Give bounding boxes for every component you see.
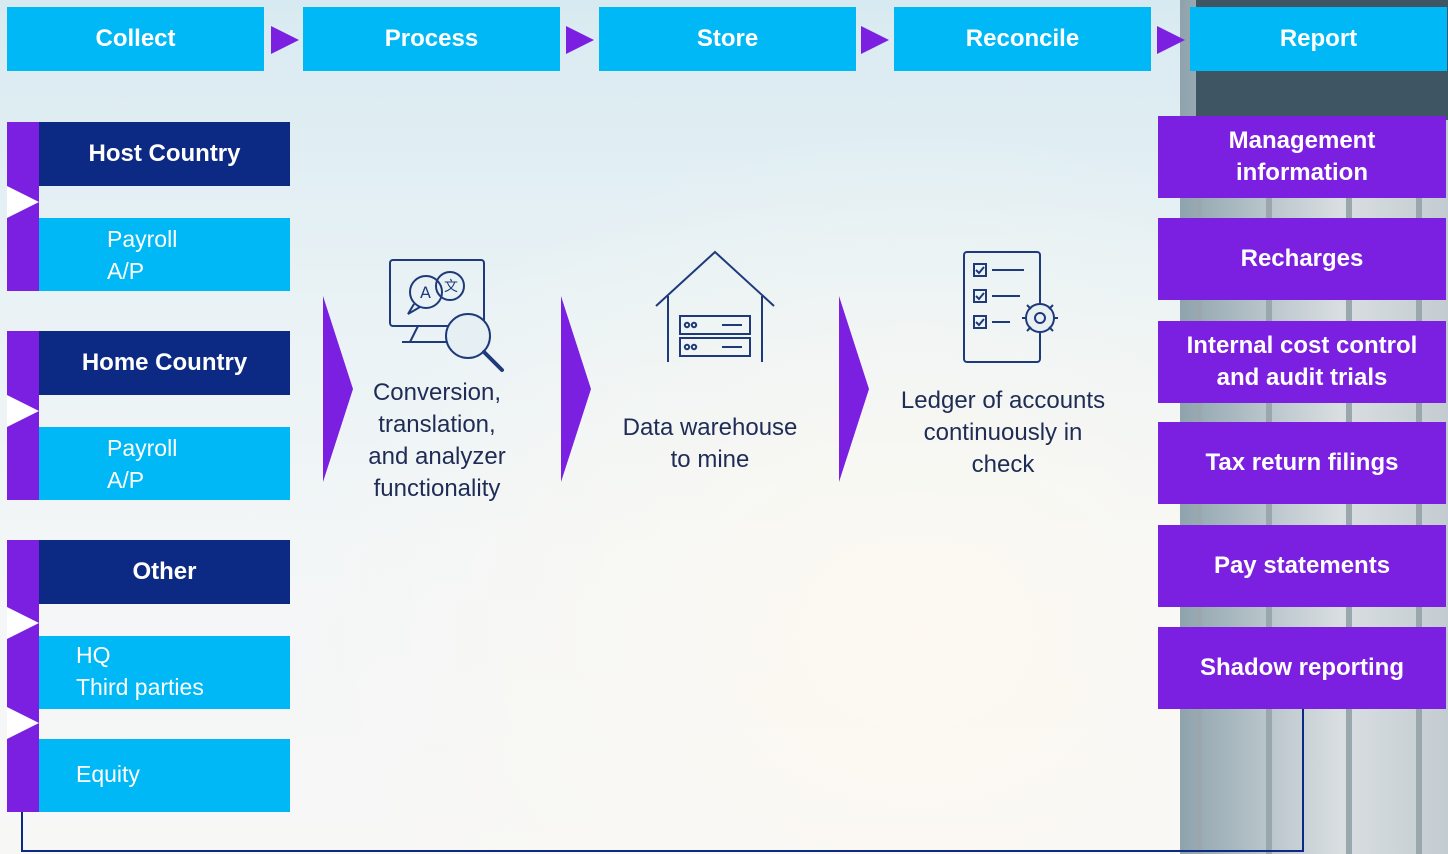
- reconcile-description: Ledger of accounts continuously in check: [880, 385, 1126, 481]
- stage-arrow-icon: [861, 26, 889, 54]
- list-item: Equity: [76, 761, 140, 787]
- store-line: Data warehouse: [622, 414, 798, 441]
- stage-arrow-icon: [1157, 26, 1185, 54]
- svg-text:A: A: [420, 283, 431, 302]
- other-items: HQ Third parties: [39, 636, 290, 709]
- report-line: Shadow reporting: [1200, 654, 1404, 681]
- stage-report: Report: [1190, 7, 1447, 71]
- report-line: information: [1235, 159, 1368, 186]
- stage-store: Store: [599, 7, 856, 71]
- chevron-right-icon: [561, 296, 591, 482]
- list-item: Payroll: [107, 226, 178, 252]
- home-country-header: Home Country: [39, 331, 290, 395]
- notch-arrow-icon: [7, 186, 39, 218]
- chevron-right-icon: [839, 296, 869, 482]
- stage-arrow-icon: [566, 26, 594, 54]
- notch-arrow-icon: [7, 607, 39, 639]
- report-internal-cost-control: Internal cost control and audit trials: [1158, 321, 1446, 403]
- host-country-items: Payroll A/P: [39, 218, 290, 291]
- report-line: and audit trials: [1216, 364, 1388, 391]
- report-recharges: Recharges: [1158, 218, 1446, 300]
- notch-arrow-icon: [7, 395, 39, 427]
- report-pay-statements: Pay statements: [1158, 525, 1446, 607]
- process-line: and analyzer: [368, 443, 506, 470]
- report-line: Pay statements: [1213, 552, 1391, 579]
- host-country-header: Host Country: [39, 122, 290, 186]
- notch-arrow-icon: [7, 707, 39, 739]
- process-description: Conversion, translation, and analyzer fu…: [352, 377, 522, 505]
- process-line: Conversion,: [372, 379, 502, 406]
- translation-search-icon: A 文: [388, 258, 506, 374]
- process-line: translation,: [378, 411, 496, 438]
- report-line: Internal cost control: [1186, 332, 1418, 359]
- stage-reconcile: Reconcile: [894, 7, 1151, 71]
- connector-line: [21, 850, 1304, 852]
- connector-line: [1302, 709, 1304, 852]
- chevron-right-icon: [323, 296, 353, 482]
- store-description: Data warehouse to mine: [595, 412, 825, 476]
- list-item: A/P: [107, 258, 145, 284]
- collect-bar: [7, 540, 39, 812]
- list-item: Third parties: [76, 674, 204, 700]
- list-item: HQ: [76, 642, 111, 668]
- stage-arrow-icon: [271, 26, 299, 54]
- reconcile-line: continuously in: [923, 419, 1083, 446]
- store-line: to mine: [670, 446, 750, 473]
- reconcile-line: check: [971, 451, 1035, 478]
- stage-collect: Collect: [7, 7, 264, 71]
- reconcile-line: Ledger of accounts: [900, 387, 1106, 414]
- equity-item: Equity: [39, 739, 290, 812]
- background-glow: [300, 120, 1180, 854]
- checklist-gear-icon: [962, 250, 1058, 366]
- process-line: functionality: [373, 475, 501, 502]
- report-line: Recharges: [1240, 245, 1364, 272]
- list-item: A/P: [107, 467, 145, 493]
- report-line: Management: [1228, 127, 1376, 154]
- connector-line: [21, 812, 23, 852]
- list-item: Payroll: [107, 435, 178, 461]
- report-management-information: Management information: [1158, 116, 1446, 198]
- warehouse-server-icon: [654, 250, 776, 364]
- home-country-items: Payroll A/P: [39, 427, 290, 500]
- report-line: Tax return filings: [1205, 449, 1399, 476]
- report-shadow-reporting: Shadow reporting: [1158, 627, 1446, 709]
- report-tax-return-filings: Tax return filings: [1158, 422, 1446, 504]
- stage-process: Process: [303, 7, 560, 71]
- other-header: Other: [39, 540, 290, 604]
- svg-text:文: 文: [444, 279, 458, 295]
